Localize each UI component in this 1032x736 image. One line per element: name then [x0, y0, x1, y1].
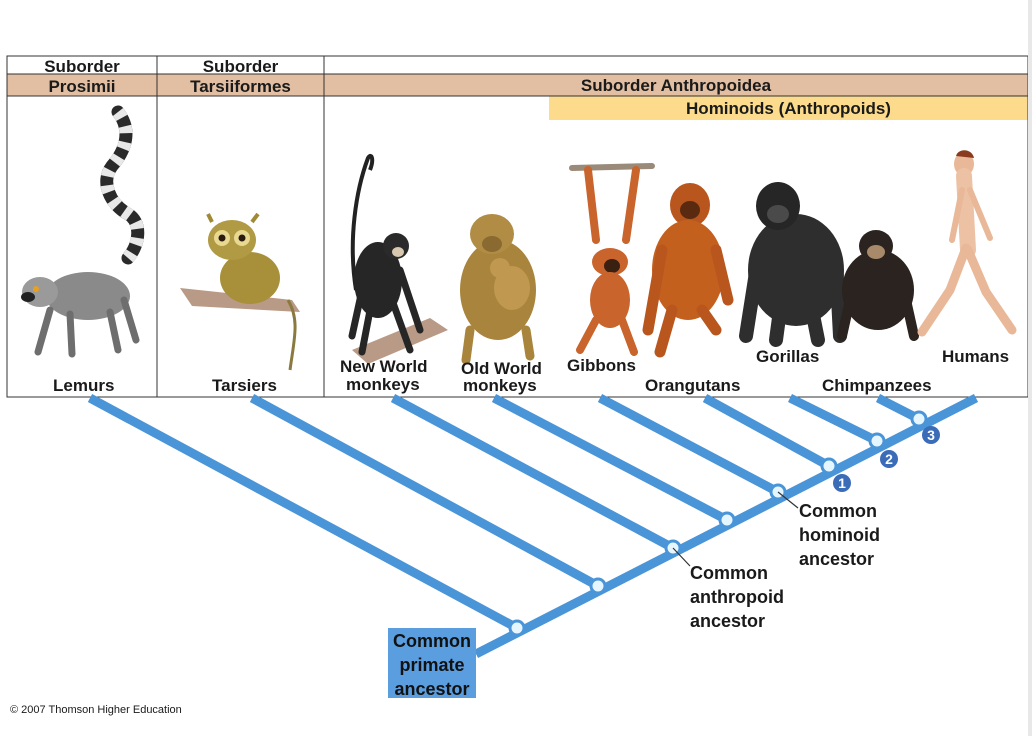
root-line3: ancestor — [388, 677, 476, 701]
node-4 — [720, 513, 734, 527]
gibbon-illustration — [572, 166, 652, 352]
label-lemurs: Lemurs — [53, 377, 114, 394]
root-node-label: Common primate ancestor — [388, 629, 476, 701]
branch-old-world-monkeys — [494, 398, 727, 520]
node-6 — [822, 459, 836, 473]
branch-gibbons — [600, 398, 778, 492]
hominoid-line1: Common — [799, 499, 880, 523]
label-old-world-line1: Old World — [461, 360, 542, 377]
branch-gorillas — [790, 398, 877, 441]
badge-label-1: 1 — [838, 475, 846, 491]
label-gorillas: Gorillas — [756, 348, 819, 365]
anthropoid-line3: ancestor — [690, 609, 784, 633]
badge-label-2: 2 — [885, 451, 893, 467]
gorilla-illustration — [746, 182, 844, 340]
chimpanzee-illustration — [842, 230, 914, 336]
badge-label-3: 3 — [927, 427, 935, 443]
node-8 — [912, 412, 926, 426]
anthropoid-line2: anthropoid — [690, 585, 784, 609]
anthropoid-ancestor-label: Common anthropoid ancestor — [690, 561, 784, 633]
tarsier-illustration — [180, 214, 300, 370]
hominoid-ancestor-label: Common hominoid ancestor — [799, 499, 880, 571]
label-chimpanzees: Chimpanzees — [822, 377, 932, 394]
header-anthropoidea: Suborder Anthropoidea — [324, 77, 1028, 94]
label-humans: Humans — [942, 348, 1009, 365]
label-new-world-line2: monkeys — [346, 376, 420, 393]
label-orangutans: Orangutans — [645, 377, 740, 394]
header-prosimii-line1: Suborder — [7, 58, 157, 75]
label-gibbons: Gibbons — [567, 357, 636, 374]
root-line1: Common — [388, 629, 476, 653]
orangutan-illustration — [648, 183, 728, 352]
human-illustration — [922, 150, 1012, 332]
header-prosimii-line2: Prosimii — [7, 78, 157, 95]
label-tarsiers: Tarsiers — [212, 377, 277, 394]
lemur-illustration — [21, 112, 138, 354]
hominoid-line3: ancestor — [799, 547, 880, 571]
root-line2: primate — [388, 653, 476, 677]
baboon-illustration — [460, 214, 536, 360]
label-new-world-line1: New World — [340, 358, 428, 375]
node-7 — [870, 434, 884, 448]
header-hominoids: Hominoids (Anthropoids) — [549, 100, 1028, 117]
window-edge — [1028, 0, 1032, 736]
label-old-world-line2: monkeys — [463, 377, 537, 394]
hominoid-line2: hominoid — [799, 523, 880, 547]
node-2 — [591, 579, 605, 593]
copyright-notice: © 2007 Thomson Higher Education — [10, 704, 182, 716]
anthropoid-line1: Common — [690, 561, 784, 585]
spider-monkey-illustration — [352, 156, 448, 364]
header-tarsiiformes-line1: Suborder — [157, 58, 324, 75]
node-1 — [510, 621, 524, 635]
header-tarsiiformes-line2: Tarsiiformes — [157, 78, 324, 95]
